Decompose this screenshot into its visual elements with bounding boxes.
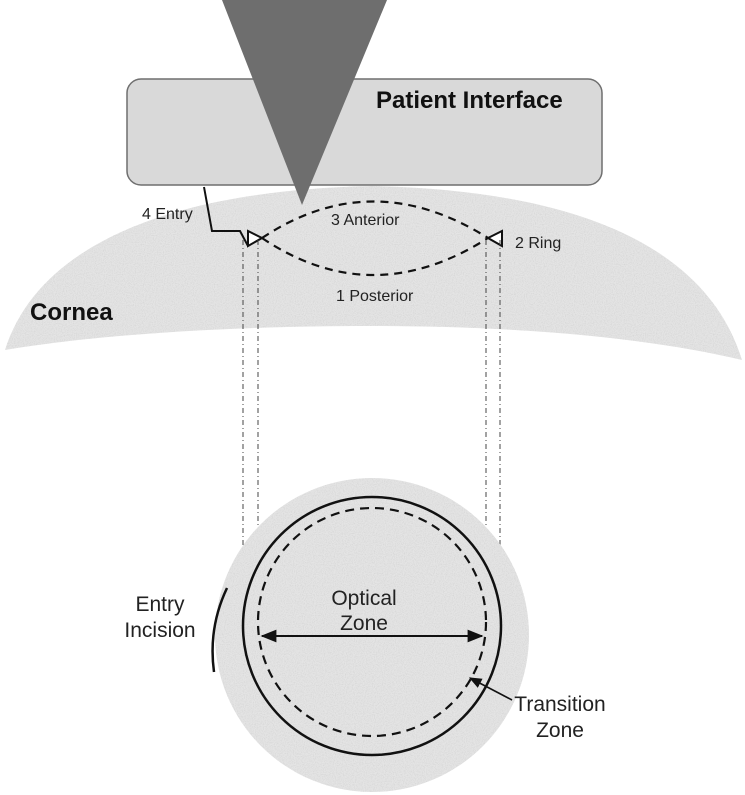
ring-label: 2 Ring bbox=[515, 235, 561, 252]
transition-zone-label-line2: Zone bbox=[536, 719, 584, 742]
optical-zone-circle bbox=[256, 506, 488, 738]
patient-interface-plate bbox=[126, 78, 603, 186]
cornea-label: Cornea bbox=[30, 299, 113, 326]
transition-zone-label-line1: Transition bbox=[514, 693, 605, 716]
entry-incision-label-line2: Incision bbox=[124, 619, 195, 642]
entry-incision-arc bbox=[211, 587, 229, 673]
ring-cut-left-marker bbox=[247, 229, 265, 248]
posterior-cut-arc bbox=[261, 237, 489, 277]
posterior-label: 1 Posterior bbox=[336, 288, 414, 305]
entry-incision-label-line1: Entry bbox=[135, 593, 185, 616]
entry-cut-line bbox=[203, 186, 249, 247]
anterior-cut-arc bbox=[261, 200, 489, 239]
cornea-cross-section bbox=[5, 186, 742, 360]
entry-label: 4 Entry bbox=[142, 206, 193, 223]
transition-zone-pointer bbox=[468, 677, 513, 701]
optical-zone-label-line1: Optical bbox=[331, 587, 396, 610]
anterior-label: 3 Anterior bbox=[331, 212, 400, 229]
optical-zone-label-line2: Zone bbox=[340, 612, 388, 635]
patient-interface-label: Patient Interface bbox=[376, 87, 563, 114]
laser-cone-icon bbox=[222, 0, 387, 205]
ring-cut-right-marker bbox=[485, 229, 503, 248]
outer-ring-circle bbox=[241, 495, 503, 757]
